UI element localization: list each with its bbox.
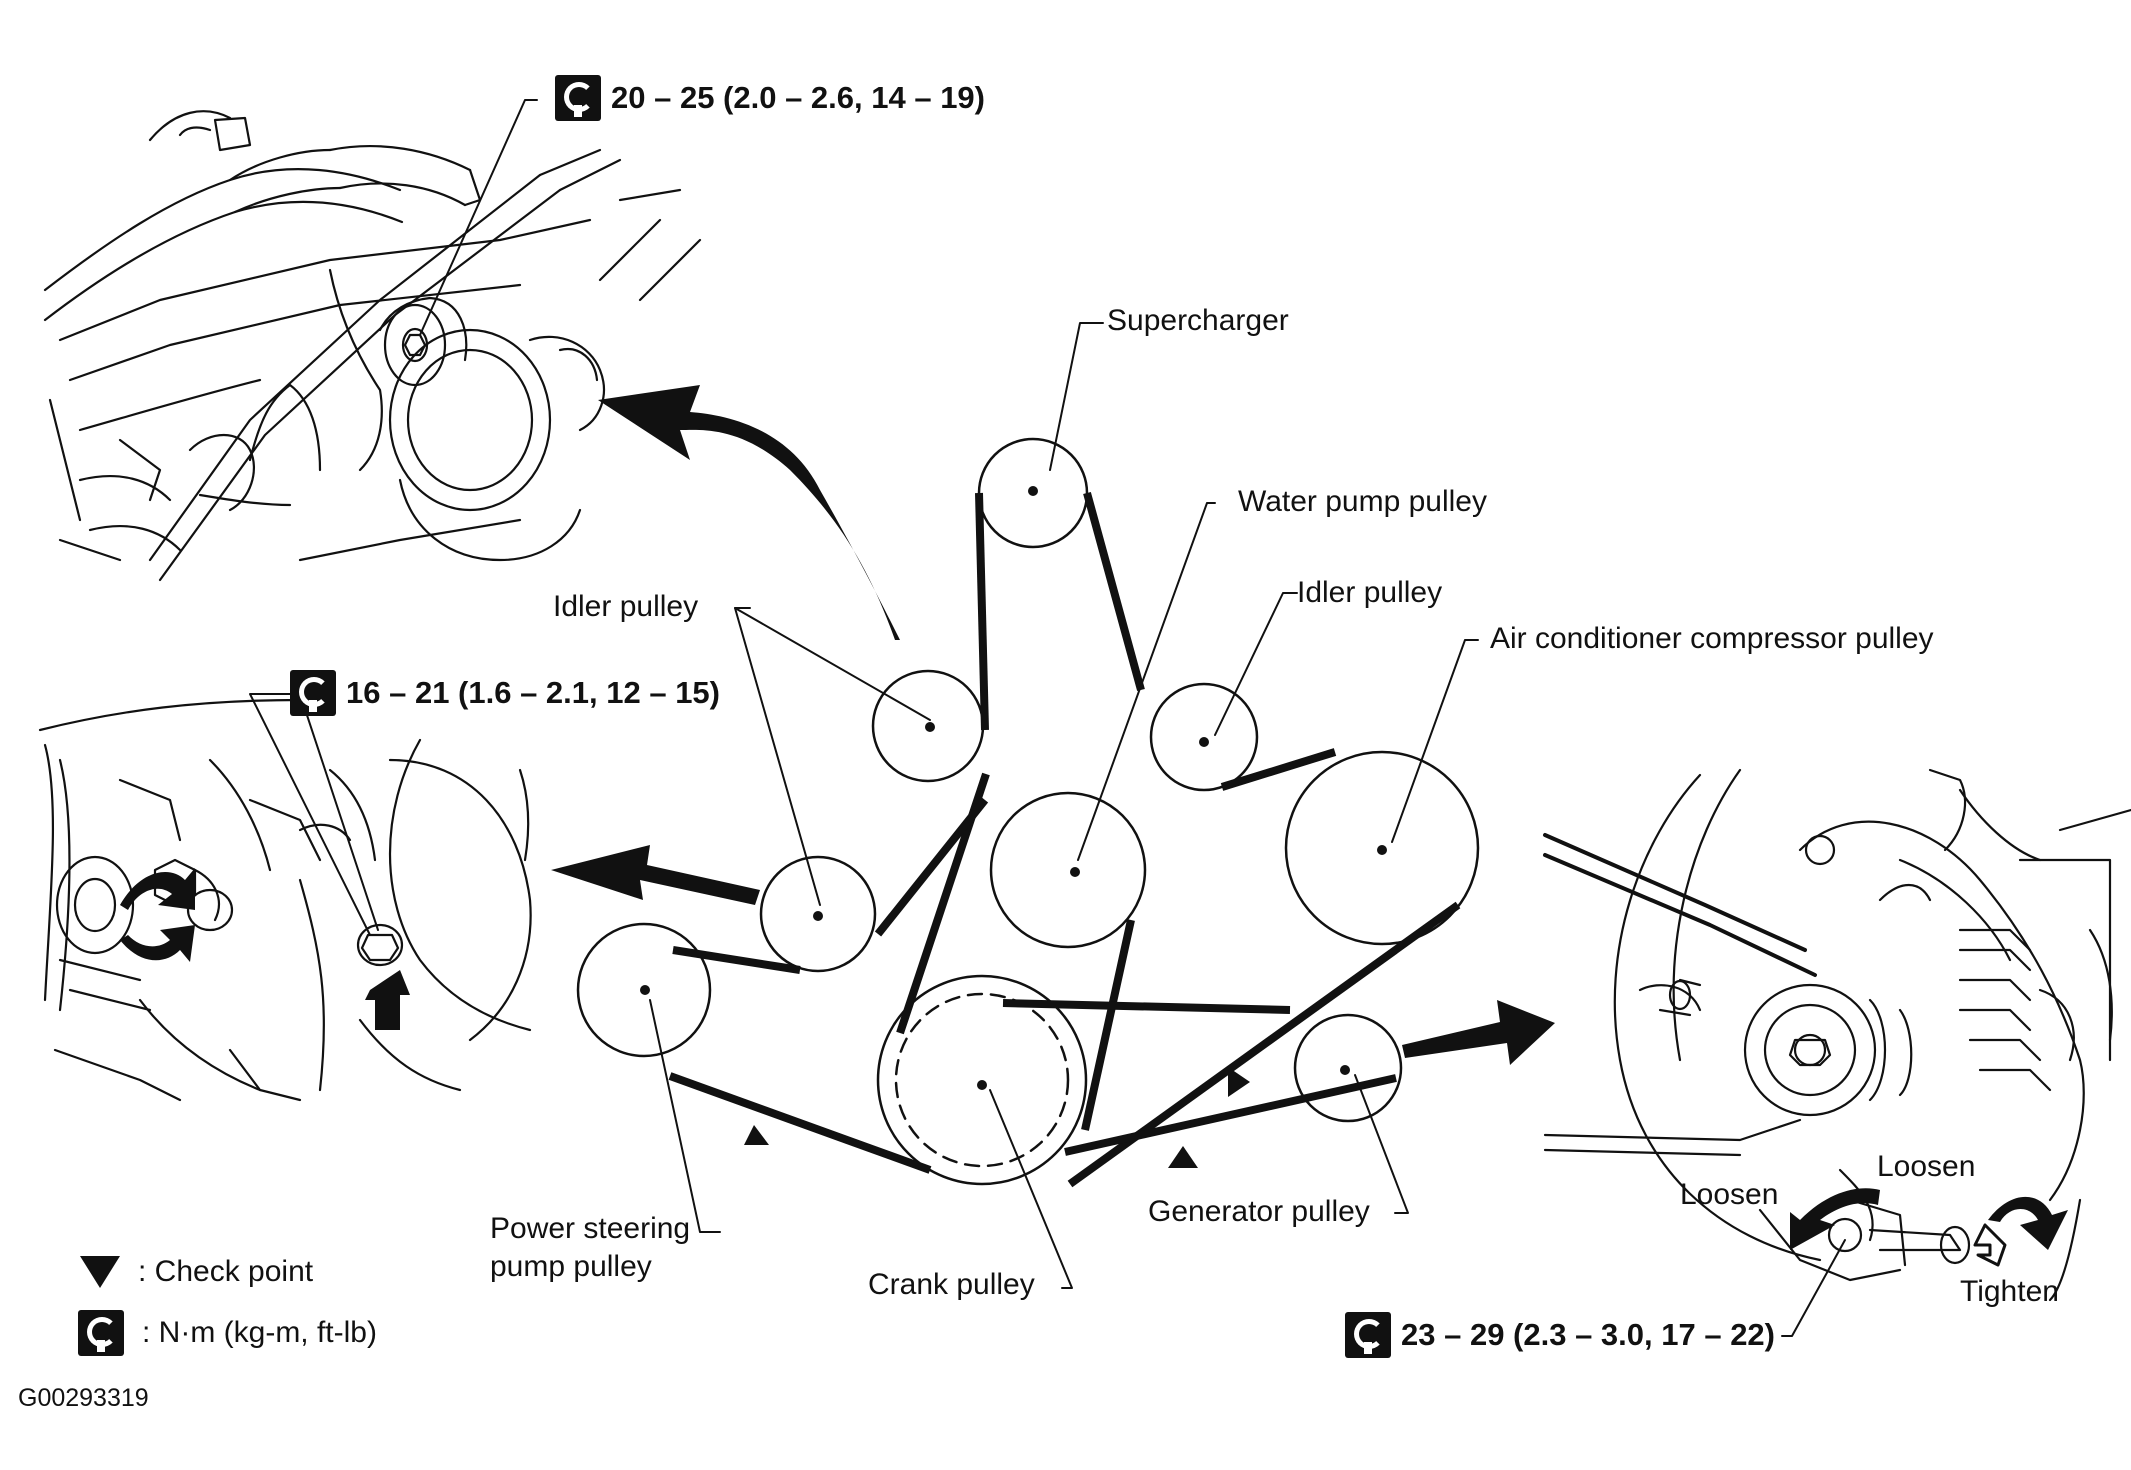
legend-check-point: : Check point <box>80 1255 313 1289</box>
tensioner-illustration <box>38 698 532 1102</box>
label-idler-pulley-left: Idler pulley <box>553 590 699 623</box>
ac-compressor-pulley <box>1284 750 1480 946</box>
torque-wrench-icon <box>555 75 601 121</box>
label-power-steering-line1: Power steering <box>490 1212 691 1245</box>
generator-pulley <box>1293 1013 1403 1123</box>
check-point-triangle-icon <box>80 1256 120 1288</box>
arrow-rotate-left <box>120 868 195 910</box>
label-generator-pulley: Generator pulley <box>1148 1195 1370 1228</box>
label-water-pump-pulley: Water pump pulley <box>1238 485 1487 518</box>
label-idler-pulley-right: Idler pulley <box>1297 576 1443 609</box>
torque-spec-bottom: 23 – 29 (2.3 – 3.0, 17 – 22) <box>1345 1312 1775 1358</box>
arrow-to-tensioner-view <box>551 845 760 905</box>
arrow-loosen-left <box>1790 1188 1880 1250</box>
torque-spec-top: 20 – 25 (2.0 – 2.6, 14 – 19) <box>555 75 985 121</box>
legend-units-text: : N·m (kg-m, ft-lb) <box>142 1316 377 1349</box>
arrow-loosen-tighten-right <box>1988 1196 2068 1250</box>
arrow-tighten-right <box>1973 1223 2007 1267</box>
label-crank-pulley: Crank pulley <box>868 1268 1035 1301</box>
torque-value-bottom: 23 – 29 (2.3 – 3.0, 17 – 22) <box>1401 1317 1775 1352</box>
arrow-to-generator-view <box>1402 1000 1555 1065</box>
legend-units: : N·m (kg-m, ft-lb) <box>78 1310 377 1356</box>
torque-value-middle: 16 – 21 (1.6 – 2.1, 12 – 15) <box>346 675 720 710</box>
label-tighten: Tighten <box>1960 1275 2059 1308</box>
torque-spec-middle: 16 – 21 (1.6 – 2.1, 12 – 15) <box>290 670 720 716</box>
label-supercharger: Supercharger <box>1107 304 1289 337</box>
torque-wrench-icon <box>78 1310 124 1356</box>
legend-check-point-text: : Check point <box>138 1255 314 1288</box>
idler-pulley-lower-left <box>759 855 877 973</box>
label-loosen-right: Loosen <box>1877 1150 1976 1183</box>
engine-top-illustration <box>43 110 702 582</box>
drive-belts <box>668 491 1461 1188</box>
figure-id: G00293319 <box>18 1384 149 1412</box>
arrow-up-push <box>365 970 410 1030</box>
crank-pulley <box>876 974 1088 1186</box>
arrow-to-top-view <box>598 385 900 640</box>
water-pump-pulley <box>989 791 1147 949</box>
generator-illustration <box>1543 768 2131 1302</box>
label-power-steering-line2: pump pulley <box>490 1250 652 1283</box>
torque-wrench-icon <box>290 670 336 716</box>
label-loosen-left: Loosen <box>1680 1178 1779 1211</box>
idler-pulley-right <box>1149 682 1259 792</box>
leader-lines <box>249 99 1846 1337</box>
label-ac-compressor-pulley: Air conditioner compressor pulley <box>1490 622 1934 655</box>
callout-arrows <box>120 385 2068 1267</box>
check-point-markers <box>744 1067 1250 1168</box>
torque-wrench-icon <box>1345 1312 1391 1358</box>
arrow-rotate-left-2 <box>120 925 195 962</box>
power-steering-pulley <box>576 922 712 1058</box>
torque-value-top: 20 – 25 (2.0 – 2.6, 14 – 19) <box>611 80 985 115</box>
crank-pulley-inner <box>894 992 1070 1168</box>
